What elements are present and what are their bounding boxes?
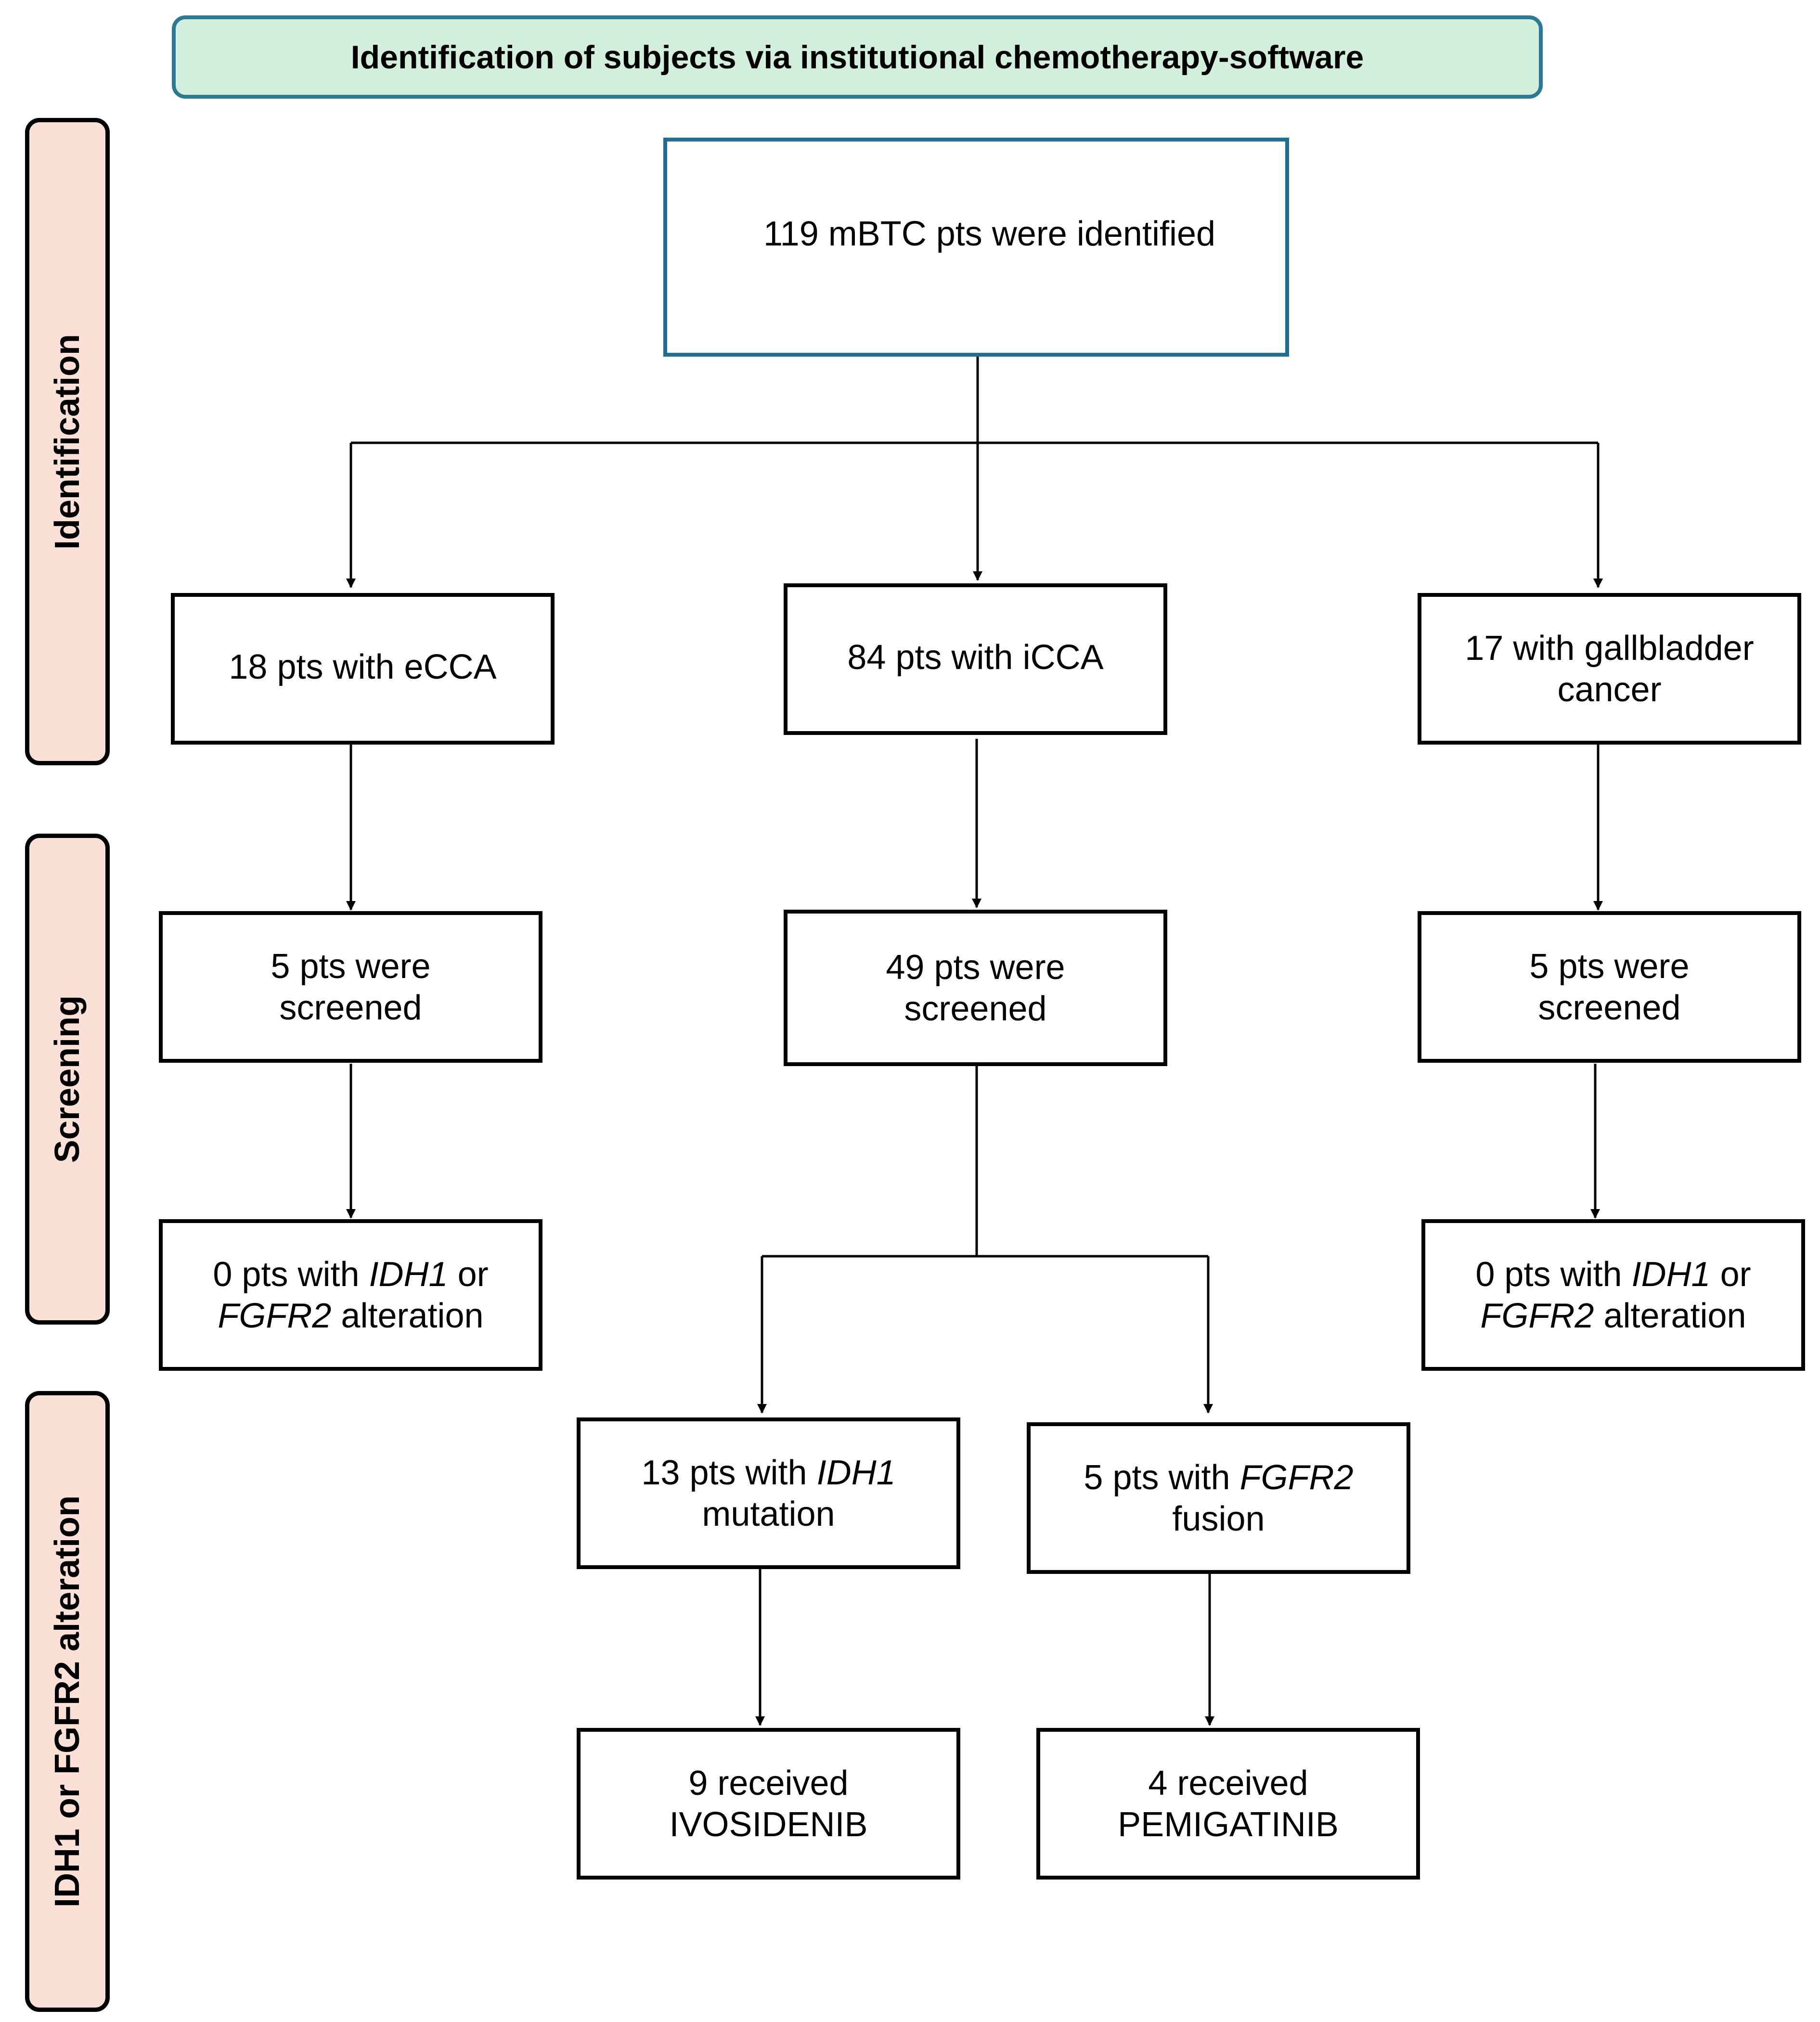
gene-fgfr2: FGFR2 — [218, 1296, 332, 1335]
gb-screened-line2: screened — [1538, 988, 1681, 1027]
header-title: Identification of subjects via instituti… — [350, 39, 1364, 76]
gb-no-alteration-line1: 0 pts with IDH1 or — [1475, 1255, 1751, 1294]
idh1-mutation-line2: mutation — [702, 1494, 835, 1533]
identified-box: 119 mBTC pts were identified — [663, 138, 1289, 357]
pemigatinib-box: 4 received PEMIGATINIB — [1036, 1728, 1420, 1880]
gallbladder-line1: 17 with gallbladder — [1465, 629, 1754, 668]
gene-fgfr2: FGFR2 — [1480, 1296, 1594, 1335]
header-banner: Identification of subjects via instituti… — [172, 15, 1543, 99]
stage-alteration: IDH1 or FGFR2 alteration — [25, 1391, 110, 2012]
gallbladder-line2: cancer — [1557, 670, 1662, 709]
ecca-no-alteration-line2: FGFR2 alteration — [218, 1296, 484, 1335]
pemigatinib-line1: 4 received — [1148, 1764, 1308, 1803]
gb-no-alteration-box: 0 pts with IDH1 or FGFR2 alteration — [1421, 1219, 1805, 1371]
gene-idh1: IDH1 — [1631, 1255, 1711, 1294]
idh1-mutation-line1: 13 pts with IDH1 — [641, 1453, 896, 1492]
icca-text: 84 pts with iCCA — [847, 638, 1104, 677]
identified-text: 119 mBTC pts were identified — [763, 215, 1216, 253]
gb-screened-box: 5 pts were screened — [1418, 911, 1801, 1063]
ecca-no-alteration-line1: 0 pts with IDH1 or — [213, 1255, 489, 1294]
ecca-text: 18 pts with eCCA — [229, 647, 497, 686]
ecca-no-alteration-box: 0 pts with IDH1 or FGFR2 alteration — [159, 1219, 542, 1371]
ecca-box: 18 pts with eCCA — [171, 593, 555, 745]
ivosidenib-box: 9 received IVOSIDENIB — [577, 1728, 960, 1880]
gb-screened-line1: 5 pts were — [1529, 947, 1690, 986]
gallbladder-box: 17 with gallbladder cancer — [1418, 593, 1801, 745]
fgfr2-fusion-line1: 5 pts with FGFR2 — [1084, 1458, 1354, 1497]
icca-screened-line1: 49 pts were — [886, 948, 1065, 987]
idh1-mutation-box: 13 pts with IDH1 mutation — [577, 1417, 960, 1569]
icca-screened-line2: screened — [904, 989, 1047, 1028]
ivosidenib-line1: 9 received — [688, 1764, 849, 1803]
fgfr2-fusion-line2: fusion — [1172, 1499, 1265, 1538]
icca-box: 84 pts with iCCA — [784, 583, 1167, 735]
ecca-screened-line2: screened — [279, 988, 422, 1027]
fgfr2-fusion-box: 5 pts with FGFR2 fusion — [1027, 1422, 1410, 1574]
ecca-screened-line1: 5 pts were — [271, 947, 431, 986]
stage-identification: Identification — [25, 118, 110, 765]
ecca-screened-box: 5 pts were screened — [159, 911, 542, 1063]
pemigatinib-line2: PEMIGATINIB — [1118, 1805, 1339, 1844]
gb-no-alteration-line2: FGFR2 alteration — [1480, 1296, 1746, 1335]
stage-screening: Screening — [25, 834, 110, 1325]
ivosidenib-line2: IVOSIDENIB — [669, 1805, 868, 1844]
gene-fgfr2: FGFR2 — [1239, 1458, 1354, 1497]
gene-idh1: IDH1 — [369, 1255, 448, 1294]
icca-screened-box: 49 pts were screened — [784, 910, 1167, 1066]
gene-idh1: IDH1 — [816, 1453, 896, 1492]
